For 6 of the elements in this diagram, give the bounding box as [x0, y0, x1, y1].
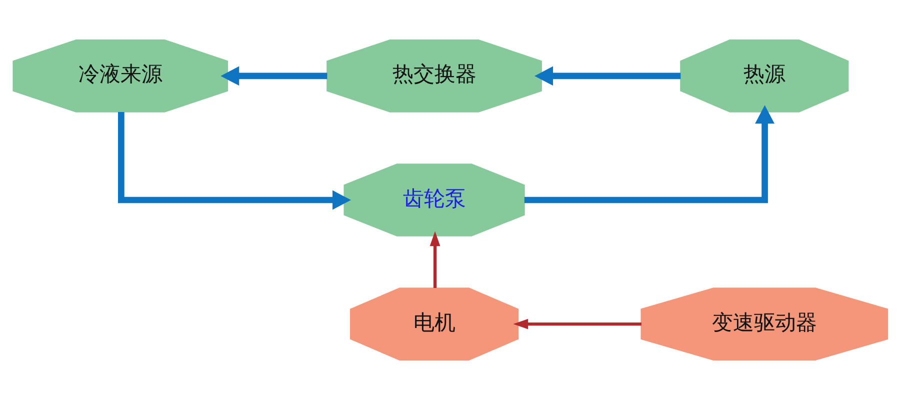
arrow: [220, 66, 327, 86]
arrow: [524, 105, 774, 204]
arrow: [534, 66, 680, 86]
arrow: [118, 112, 350, 210]
arrow: [429, 231, 440, 288]
arrow: [512, 318, 641, 330]
